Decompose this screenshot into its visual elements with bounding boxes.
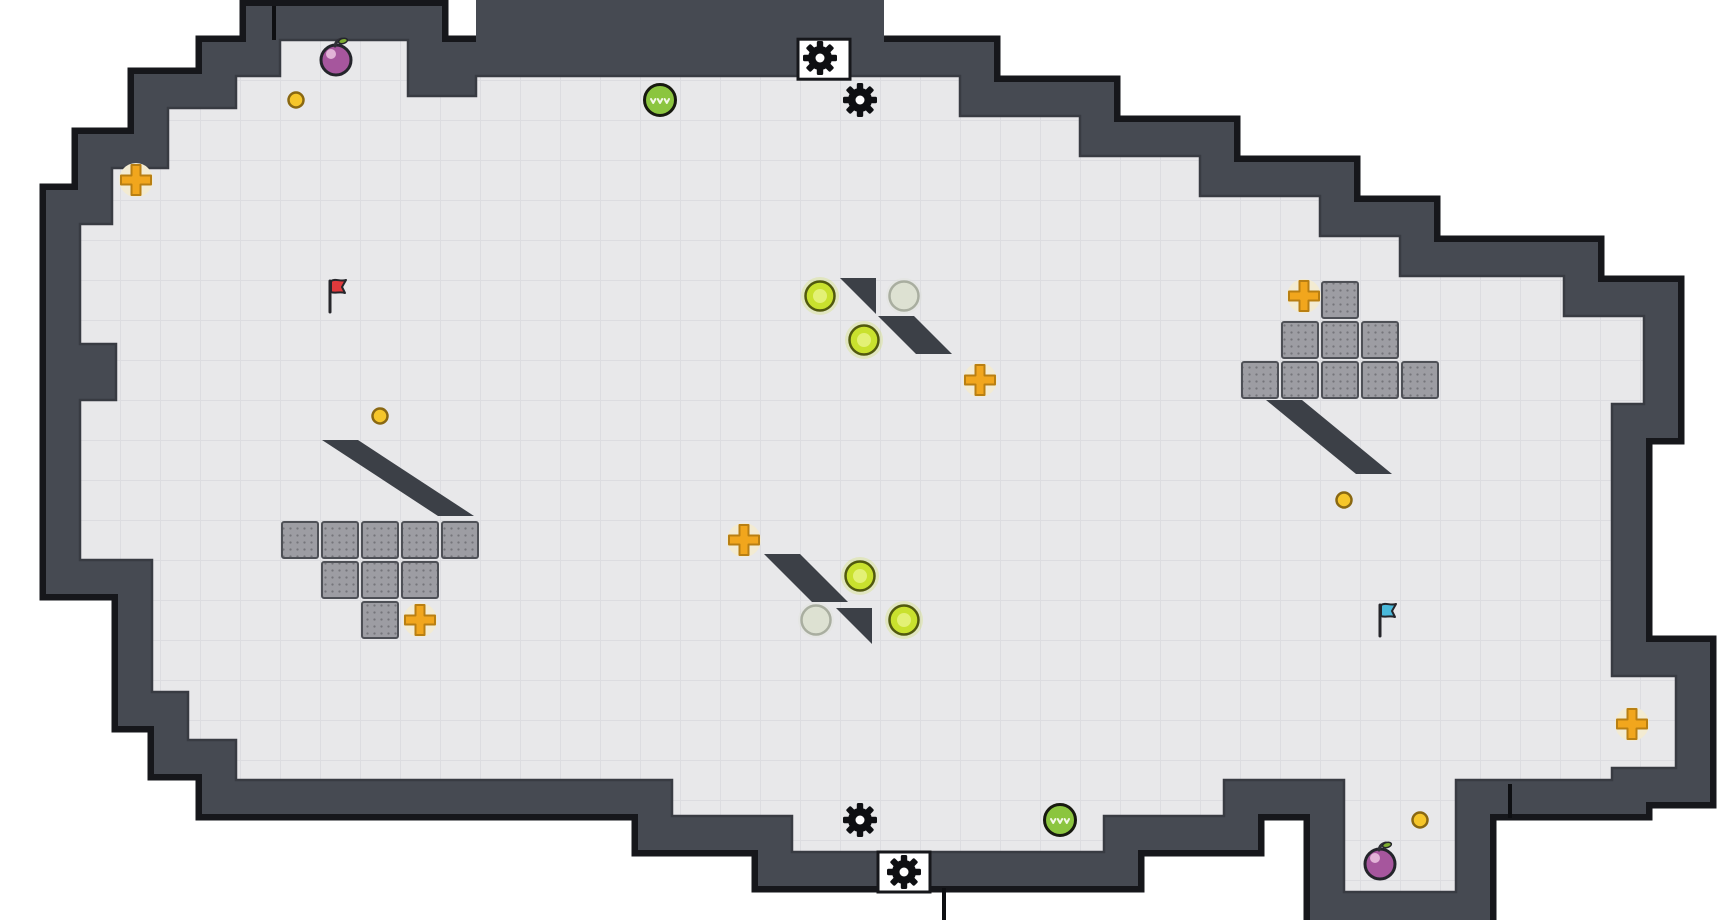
gear-icon[interactable] [887, 855, 921, 889]
wall-tick [942, 888, 946, 920]
coin[interactable] [1335, 491, 1353, 509]
metal-block [321, 561, 359, 599]
cross-powerup[interactable] [119, 163, 153, 197]
blue-flag[interactable] [1378, 602, 1397, 638]
ramp-shadow [764, 554, 848, 602]
green-orb[interactable] [885, 601, 923, 639]
ramp-shadow [322, 440, 474, 516]
striped-orb[interactable] [1043, 803, 1077, 837]
wall-tick [1508, 784, 1512, 818]
ramp-shadow [878, 316, 952, 354]
metal-block [1321, 361, 1359, 399]
top-wall-cap [476, 0, 884, 43]
coin[interactable] [371, 407, 389, 425]
wall-tick [272, 6, 276, 40]
metal-block [361, 521, 399, 559]
red-flag[interactable] [328, 278, 347, 314]
floor-edge-line [78, 38, 1678, 894]
cross-powerup[interactable] [727, 523, 761, 557]
coin[interactable] [1411, 811, 1429, 829]
metal-block [1321, 281, 1359, 319]
metal-block [281, 521, 319, 559]
green-orb[interactable] [801, 277, 839, 315]
metal-block [1281, 321, 1319, 359]
cross-powerup[interactable] [1287, 279, 1321, 313]
metal-block [1281, 361, 1319, 399]
purple-bomb[interactable] [319, 37, 353, 77]
metal-block [361, 561, 399, 599]
cross-powerup[interactable] [403, 603, 437, 637]
floor-grid [80, 40, 1676, 892]
green-orb[interactable] [841, 557, 879, 595]
pale-orb[interactable] [886, 278, 922, 314]
green-orb[interactable] [845, 321, 883, 359]
striped-orb[interactable] [643, 83, 677, 117]
ramp-shadow [836, 608, 872, 644]
gear-icon[interactable] [843, 83, 877, 117]
gear-icon[interactable] [803, 41, 837, 75]
metal-block [401, 561, 439, 599]
coin[interactable] [287, 91, 305, 109]
gear-icon[interactable] [843, 803, 877, 837]
metal-block [401, 521, 439, 559]
metal-block [1321, 321, 1359, 359]
metal-block [441, 521, 479, 559]
metal-block [1241, 361, 1279, 399]
metal-block [1401, 361, 1439, 399]
metal-block [1361, 321, 1399, 359]
metal-block [1361, 361, 1399, 399]
metal-block [361, 601, 399, 639]
metal-block [321, 521, 359, 559]
ramp-shadow [1266, 400, 1392, 474]
pale-orb[interactable] [798, 602, 834, 638]
cross-powerup[interactable] [1615, 707, 1649, 741]
ramp-shadow [840, 278, 876, 314]
cross-powerup[interactable] [963, 363, 997, 397]
purple-bomb[interactable] [1363, 841, 1397, 881]
